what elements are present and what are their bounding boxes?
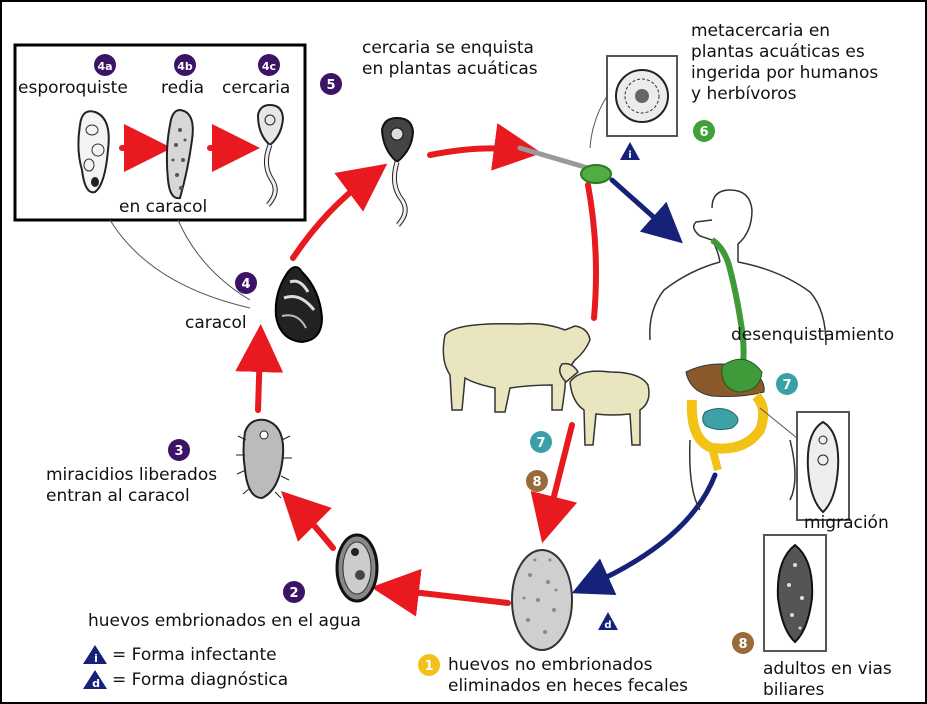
label-excystation: desenquistamiento	[731, 325, 894, 346]
arrow-ingestion	[612, 180, 668, 230]
inset-connector-line	[110, 220, 250, 308]
label-stage-2: huevos embrionados en el agua	[88, 611, 361, 632]
infective-form-marker: i	[620, 142, 640, 161]
spoon-with-plants	[520, 148, 611, 183]
svg-text:1: 1	[424, 659, 433, 674]
svg-text:7: 7	[782, 378, 791, 393]
svg-text:2: 2	[289, 586, 298, 601]
svg-text:d: d	[604, 620, 611, 631]
cercaria-inset-organism	[258, 105, 283, 205]
svg-text:4: 4	[241, 277, 250, 292]
digestive-tract	[686, 240, 764, 470]
label-stage-8: adultos en vias biliares	[763, 659, 892, 701]
label-snail: caracol	[185, 313, 247, 334]
badge-6: 6	[693, 120, 715, 142]
arrow-3-to-4	[258, 348, 260, 410]
svg-text:d: d	[92, 677, 100, 690]
arrow-2-to-3	[298, 508, 333, 548]
snail-organism	[276, 267, 322, 342]
redia-organism	[167, 110, 193, 198]
embryonated-egg	[337, 535, 377, 601]
sporocyst-organism	[78, 111, 108, 192]
svg-text:4c: 4c	[262, 60, 276, 73]
svg-text:i: i	[628, 150, 631, 161]
legend-infective-text: = Forma infectante	[112, 645, 277, 666]
diagnostic-form-marker: d	[598, 612, 618, 631]
arrow-6-to-animals	[588, 185, 596, 318]
label-stage-1: huevos no embrionados eliminados en hece…	[448, 655, 688, 697]
svg-text:4a: 4a	[97, 60, 112, 73]
metacercaria-image	[590, 56, 677, 148]
badge-1: 1	[418, 654, 440, 676]
sheep-silhouette	[560, 364, 649, 445]
badge-8-animal: 8	[526, 470, 548, 492]
arrow-5-to-6	[430, 148, 518, 155]
svg-text:8: 8	[532, 475, 541, 490]
badge-4a: 4a	[94, 54, 116, 76]
unembryonated-egg	[512, 550, 572, 650]
cercaria-organism	[382, 118, 413, 225]
label-stage-5: cercaria se enquista en plantas acuática…	[362, 38, 538, 80]
badge-4b: 4b	[174, 54, 196, 76]
badge-5: 5	[320, 73, 342, 95]
miracidium-organism	[236, 420, 292, 498]
arrow-eggs-excreted	[590, 475, 715, 585]
label-cercaria-inset: cercaria	[222, 78, 290, 99]
svg-text:i: i	[94, 652, 98, 665]
badge-7: 7	[776, 373, 798, 395]
migrating-fluke-image	[760, 408, 849, 520]
svg-text:6: 6	[699, 125, 708, 140]
legend-diagnostic-text: = Forma diagnóstica	[112, 670, 288, 691]
arrow-1-to-2	[395, 590, 508, 603]
svg-text:5: 5	[326, 78, 335, 93]
badge-4c: 4c	[258, 54, 280, 76]
label-in-snail: en caracol	[119, 197, 207, 218]
svg-text:7: 7	[536, 436, 545, 451]
badge-4: 4	[235, 272, 257, 294]
label-redia: redia	[161, 78, 204, 99]
legend-diagnostic-symbol: d	[83, 670, 107, 690]
label-migration: migración	[804, 513, 889, 534]
svg-text:3: 3	[174, 444, 183, 459]
label-stage-6: metacercaria en plantas acuáticas es ing…	[691, 21, 878, 105]
label-stage-3: miracidios liberados entran al caracol	[46, 465, 217, 507]
svg-text:4b: 4b	[177, 60, 193, 73]
legend-infective-symbol: i	[83, 645, 107, 665]
label-sporocyst: esporoquiste	[18, 78, 128, 99]
badge-7-animal: 7	[530, 431, 552, 453]
adult-fluke-image	[764, 535, 826, 651]
badge-2: 2	[283, 581, 305, 603]
badge-8: 8	[732, 632, 754, 654]
badge-3: 3	[168, 439, 190, 461]
svg-text:8: 8	[738, 637, 747, 652]
